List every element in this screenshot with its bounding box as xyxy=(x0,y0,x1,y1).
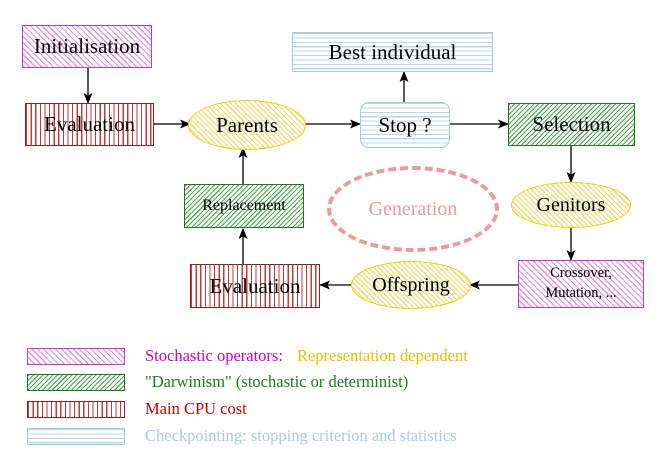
node-generation-label: Generation xyxy=(368,197,458,220)
node-replacement[interactable]: Replacement xyxy=(184,184,304,228)
legend-row-checkpointing: Checkpointing: stopping criterion and st… xyxy=(0,424,662,448)
node-evaluation-top[interactable]: Evaluation xyxy=(25,103,154,146)
node-genitors-label: Genitors xyxy=(536,193,606,216)
node-selection[interactable]: Selection xyxy=(508,103,635,146)
legend-row-darwinism: "Darwinism" (stochastic or determinist) xyxy=(0,370,662,394)
node-selection-label: Selection xyxy=(532,112,611,137)
node-parents[interactable]: Parents xyxy=(188,100,306,150)
legend-label-darwinism: "Darwinism" (stochastic or determinist) xyxy=(145,372,409,391)
node-replacement-label: Replacement xyxy=(202,196,286,214)
node-stop[interactable]: Stop ? xyxy=(360,102,450,148)
legend-swatch-magenta xyxy=(27,347,125,365)
node-evaluation-bottom[interactable]: Evaluation xyxy=(190,264,320,308)
legend-row-cpu: Main CPU cost xyxy=(0,397,662,421)
legend-label-representation: Representation dependent xyxy=(296,346,468,365)
node-evaluation-top-label: Evaluation xyxy=(44,112,135,137)
node-genitors[interactable]: Genitors xyxy=(511,182,631,228)
legend: Stochastic operators: Representation dep… xyxy=(0,338,662,463)
node-generation-boundary: Generation xyxy=(327,166,499,252)
node-best-individual[interactable]: Best individual xyxy=(292,32,493,72)
node-evaluation-bottom-label: Evaluation xyxy=(209,273,301,298)
legend-swatch-red xyxy=(27,400,125,418)
node-offspring[interactable]: Offspring xyxy=(351,261,471,309)
node-initialisation-label: Initialisation xyxy=(33,34,141,59)
legend-row-stochastic: Stochastic operators: Representation dep… xyxy=(0,344,662,368)
legend-label-stochastic: Stochastic operators: xyxy=(145,346,283,365)
node-initialisation[interactable]: Initialisation xyxy=(22,25,152,68)
legend-label-checkpointing: Checkpointing: stopping criterion and st… xyxy=(145,426,457,445)
legend-label-cpu: Main CPU cost xyxy=(145,399,247,418)
legend-swatch-blue xyxy=(27,427,125,445)
arrow-layer xyxy=(83,68,576,290)
legend-swatch-green xyxy=(27,373,125,391)
node-parents-label: Parents xyxy=(216,112,278,137)
node-operators[interactable]: Crossover, Mutation, ... xyxy=(518,260,644,308)
node-offspring-label: Offspring xyxy=(372,273,450,296)
node-operators-label: Crossover, Mutation, ... xyxy=(545,265,617,301)
node-best-individual-label: Best individual xyxy=(328,39,457,64)
node-stop-label: Stop ? xyxy=(378,112,432,137)
